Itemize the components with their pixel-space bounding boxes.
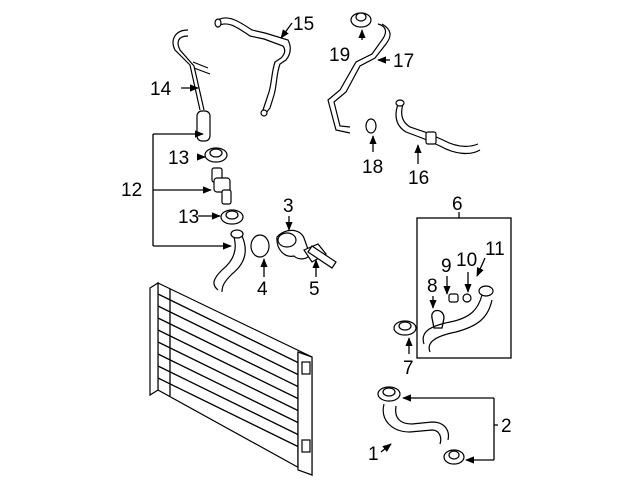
callout-labels: 1 2 3 4 5 6 7 8 9 10 11 12 13 13 14 15 1… <box>121 14 512 465</box>
part-13-upper-clamp <box>204 147 228 163</box>
part-13-lower-clamp <box>220 209 244 225</box>
callout-6: 6 <box>452 194 463 215</box>
callout-13-upper: 13 <box>168 148 189 169</box>
bracket-2 <box>402 394 498 464</box>
part-5-pipe <box>307 245 337 269</box>
leader-lines <box>181 22 486 453</box>
part-7-clamp <box>393 320 417 336</box>
callout-19: 19 <box>329 45 350 66</box>
bracket-12 <box>152 130 232 250</box>
callout-8: 8 <box>427 276 438 297</box>
part-1-hose <box>377 386 465 465</box>
callout-18: 18 <box>362 157 383 178</box>
part-15-hose <box>214 17 291 117</box>
callout-2: 2 <box>501 416 512 437</box>
callout-7: 7 <box>403 358 414 379</box>
callout-14: 14 <box>150 79 172 100</box>
part-4-ring <box>250 234 270 258</box>
lower-left-hose <box>213 229 246 293</box>
part-6-assembly <box>416 217 512 359</box>
callout-1: 1 <box>368 444 379 465</box>
callout-9: 9 <box>441 256 452 277</box>
callout-3: 3 <box>283 196 294 217</box>
part-17-pipe <box>327 23 391 134</box>
callout-13-lower: 13 <box>178 207 199 228</box>
radiator <box>149 281 313 477</box>
callout-17: 17 <box>393 51 414 72</box>
part-19-clamp <box>350 12 372 28</box>
callout-10: 10 <box>456 250 477 271</box>
callout-12: 12 <box>121 180 142 201</box>
callout-16: 16 <box>408 168 429 189</box>
callout-4: 4 <box>257 279 268 300</box>
part-12-connector <box>211 167 232 205</box>
part-16-hose <box>395 99 481 155</box>
part-14-hose <box>172 29 211 142</box>
part-18-ring <box>365 118 377 134</box>
callout-11: 11 <box>485 239 505 260</box>
callout-5: 5 <box>309 279 320 300</box>
callout-15: 15 <box>293 14 314 35</box>
